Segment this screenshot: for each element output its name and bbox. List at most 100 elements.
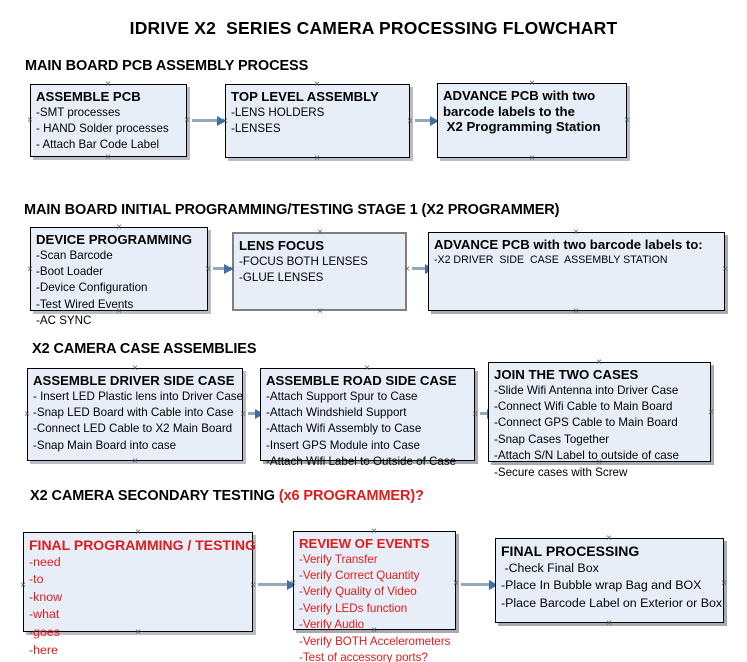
selection-handle[interactable] xyxy=(134,528,143,537)
box-assemble-driver-side-case[interactable]: ASSEMBLE DRIVER SIDE CASE - Insert LED P… xyxy=(27,368,243,461)
box-line: -Attach Windshield Support xyxy=(266,406,407,420)
selection-handle[interactable] xyxy=(370,527,379,536)
box-line: -here xyxy=(29,642,58,657)
selection-handle[interactable] xyxy=(370,626,379,635)
selection-handle[interactable] xyxy=(26,265,35,274)
box-title: barcode labels to the xyxy=(443,103,575,119)
box-assemble-road-side-case[interactable]: ASSEMBLE ROAD SIDE CASE -Attach Support … xyxy=(260,368,475,468)
box-title: ASSEMBLE PCB xyxy=(36,89,141,104)
box-line: -LENSES xyxy=(231,122,281,136)
selection-handle[interactable] xyxy=(313,154,322,163)
box-lens-focus[interactable]: LENS FOCUS -FOCUS BOTH LENSES -GLUE LENS… xyxy=(232,232,407,311)
selection-handle[interactable] xyxy=(363,457,372,466)
connector-arrow xyxy=(412,267,426,270)
box-title: TOP LEVEL ASSEMBLY xyxy=(231,89,379,104)
box-line: -Attach Wifi Assembly to Case xyxy=(266,422,422,436)
selection-handle[interactable] xyxy=(131,457,140,466)
selection-handle[interactable] xyxy=(572,228,581,237)
box-line: -SMT processes xyxy=(36,105,121,119)
section-heading-main-board-pcb-assembly: MAIN BOARD PCB ASSEMBLY PROCESS xyxy=(25,58,309,74)
box-device-programming[interactable]: DEVICE PROGRAMMING -Scan Barcode -Boot L… xyxy=(30,227,208,327)
selection-handle[interactable] xyxy=(605,534,614,543)
box-line: -Insert GPS Module into Case xyxy=(266,438,421,452)
selection-handle[interactable] xyxy=(316,307,325,316)
box-line: -Boot Loader xyxy=(36,265,104,279)
box-final-programming-testing[interactable]: FINAL PROGRAMMING / TESTING -need -to -k… xyxy=(23,532,256,657)
box-line: -Test Wired Events xyxy=(36,297,134,311)
box-line: -X2 DRIVER SIDE CASE ASSEMBLY STATION xyxy=(434,253,668,266)
box-title: DEVICE PROGRAMMING xyxy=(36,232,193,247)
selection-handle[interactable] xyxy=(239,410,248,419)
selection-handle[interactable] xyxy=(720,579,729,588)
selection-handle[interactable] xyxy=(721,265,730,274)
box-line: -Snap Cases Together xyxy=(494,432,610,446)
section-heading-main-board-initial-programming: MAIN BOARD INITIAL PROGRAMMING/TESTING S… xyxy=(24,202,560,218)
box-line: -Place Barcode Label on Exterior or Box xyxy=(501,595,723,610)
box-line: -Connect Wifi Cable to Main Board xyxy=(494,400,673,414)
selection-handle[interactable] xyxy=(363,364,372,373)
box-line: -Connect LED Cable to X2 Main Board xyxy=(33,422,233,436)
selection-handle[interactable] xyxy=(452,579,461,588)
selection-handle[interactable] xyxy=(406,117,415,126)
section-heading-text: X2 CAMERA SECONDARY TESTING xyxy=(30,488,279,504)
selection-handle[interactable] xyxy=(131,364,140,373)
box-line: -Verify Audio xyxy=(299,618,365,632)
box-title: LENS FOCUS xyxy=(239,238,324,253)
box-join-the-two-cases[interactable]: JOIN THE TWO CASES -Slide Wifi Antenna i… xyxy=(488,362,711,479)
box-assemble-pcb[interactable]: ASSEMBLE PCB -SMT processes - HAND Solde… xyxy=(30,84,187,157)
connector-arrow xyxy=(415,119,431,122)
box-line-overflow: -Test of accessory ports? xyxy=(299,651,428,662)
box-line: -Secure cases with Screw xyxy=(494,465,628,479)
selection-handle[interactable] xyxy=(313,80,322,89)
selection-handle[interactable] xyxy=(528,154,537,163)
selection-handle[interactable] xyxy=(623,116,632,125)
selection-handle[interactable] xyxy=(289,579,298,588)
connector-arrow xyxy=(192,119,218,122)
selection-handle[interactable] xyxy=(104,153,113,162)
box-title: JOIN THE TWO CASES xyxy=(494,367,639,382)
box-line: -LENS HOLDERS xyxy=(231,105,325,119)
box-line: -Attach S/N Label to outside of case xyxy=(494,449,679,463)
box-line: -need xyxy=(29,554,61,569)
selection-handle[interactable] xyxy=(221,117,230,126)
selection-handle[interactable] xyxy=(115,307,124,316)
selection-handle[interactable] xyxy=(183,116,192,125)
box-line: -what xyxy=(29,607,60,622)
selection-handle[interactable] xyxy=(528,79,537,88)
box-line: -Connect GPS Cable to Main Board xyxy=(494,416,678,430)
box-review-of-events[interactable]: REVIEW OF EVENTS -Verify Transfer -Verif… xyxy=(293,531,456,662)
connector-arrow xyxy=(213,267,225,270)
box-final-processing[interactable]: FINAL PROCESSING -Check Final Box -Place… xyxy=(495,538,724,623)
selection-handle[interactable] xyxy=(26,116,35,125)
connector-arrow xyxy=(248,412,256,415)
selection-handle[interactable] xyxy=(572,307,581,316)
box-advance-pcb-to-driver-side-case-assembly[interactable]: ADVANCE PCB with two barcode labels to: … xyxy=(428,232,725,311)
selection-handle[interactable] xyxy=(605,619,614,628)
selection-handle[interactable] xyxy=(104,80,113,89)
box-line: -to xyxy=(29,572,44,587)
section-heading-x2-camera-case-assemblies: X2 CAMERA CASE ASSEMBLIES xyxy=(32,341,257,357)
box-advance-pcb-to-x2-programming-station[interactable]: ADVANCE PCB with two barcode labels to t… xyxy=(437,83,627,158)
box-line: - HAND Solder processes xyxy=(36,122,169,136)
box-line: -Verify Quality of Video xyxy=(299,585,417,599)
selection-handle[interactable] xyxy=(19,581,28,590)
selection-handle[interactable] xyxy=(316,228,325,237)
selection-handle[interactable] xyxy=(403,265,412,274)
box-line: -Scan Barcode xyxy=(36,248,113,262)
selection-handle[interactable] xyxy=(471,410,480,419)
selection-handle[interactable] xyxy=(134,628,143,637)
box-top-level-assembly[interactable]: TOP LEVEL ASSEMBLY -LENS HOLDERS -LENSES xyxy=(225,84,410,158)
selection-handle[interactable] xyxy=(115,223,124,232)
box-title: X2 Programming Station xyxy=(443,119,601,135)
selection-handle[interactable] xyxy=(595,458,604,467)
selection-handle[interactable] xyxy=(595,358,604,367)
selection-handle[interactable] xyxy=(707,408,716,417)
box-line: -Verify Correct Quantity xyxy=(299,569,420,583)
box-title: ASSEMBLE ROAD SIDE CASE xyxy=(266,373,457,388)
selection-handle[interactable] xyxy=(228,265,237,274)
box-title: ASSEMBLE DRIVER SIDE CASE xyxy=(33,373,235,388)
selection-handle[interactable] xyxy=(23,410,32,419)
section-heading-highlight: (x6 PROGRAMMER)? xyxy=(278,488,424,504)
selection-handle[interactable] xyxy=(249,581,258,590)
selection-handle[interactable] xyxy=(204,265,213,274)
